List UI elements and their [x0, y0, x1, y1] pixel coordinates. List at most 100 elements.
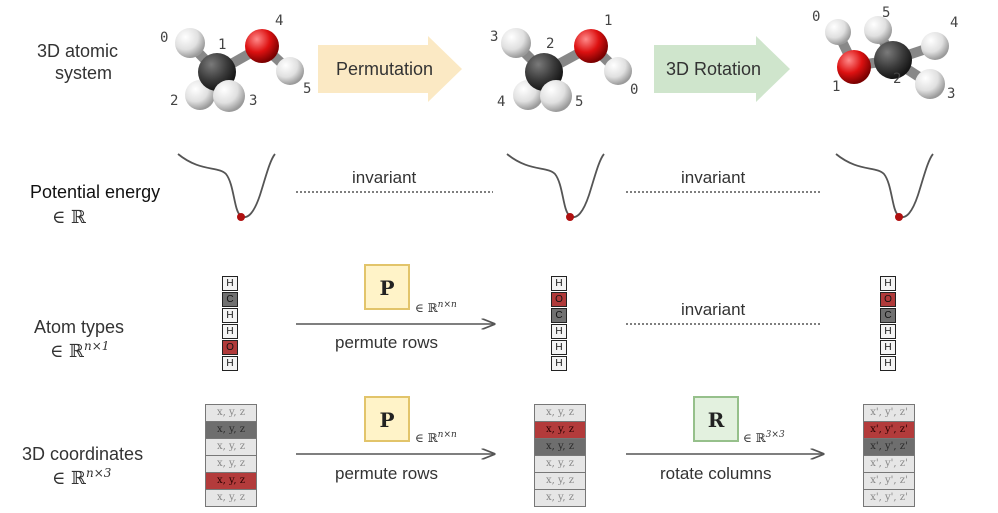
- energy-label: Potential energy: [30, 182, 161, 202]
- r-domain-sup: 3×3: [765, 430, 785, 440]
- m3-hydrogen-4: [921, 32, 949, 60]
- m3-label-4: 4: [950, 15, 959, 31]
- coords-permuted: x, y, z x, y, z x, y, z x, y, z x, y, z …: [534, 404, 586, 507]
- rotation-matrix: R: [693, 396, 739, 442]
- system-label-line2: system: [55, 63, 113, 83]
- energy-invariant-label-1: invariant: [352, 168, 417, 187]
- coord-row: x, y, z: [534, 421, 586, 439]
- energy-domain: ∈ ℝ: [52, 207, 87, 228]
- m1-label-3: 3: [249, 93, 258, 109]
- coord-row: x, y, z: [205, 421, 257, 439]
- system-label-line1: 3D atomic: [37, 41, 119, 61]
- m1-label-5: 5: [303, 81, 312, 97]
- m2-label-4: 4: [497, 94, 506, 110]
- atom-types-rotated: H O C H H H: [880, 276, 896, 372]
- m1-label-1: 1: [218, 37, 227, 53]
- permutation-matrix-types: P: [364, 264, 410, 310]
- m2-label-5: 5: [575, 94, 584, 110]
- m2-label-1: 1: [604, 13, 613, 29]
- m3-label-1: 1: [832, 79, 841, 95]
- coords-original: x, y, z x, y, z x, y, z x, y, z x, y, z …: [205, 404, 257, 507]
- m3-hydrogen-5: [864, 16, 892, 44]
- energy-well-original: [177, 153, 276, 218]
- energy-well-rotated-dot: [895, 213, 903, 221]
- permutation-matrix-types-domain: ∈ ℝn×n: [415, 300, 457, 315]
- atom-type-cell: H: [880, 356, 896, 371]
- atom-types-permuted: H O C H H H: [551, 276, 567, 372]
- coords-permute-label: permute rows: [335, 464, 438, 483]
- energy-invariant-label-2: invariant: [681, 168, 746, 187]
- coords-rotate-label: rotate columns: [660, 464, 772, 483]
- m1-label-4: 4: [275, 13, 284, 29]
- types-permute-label: permute rows: [335, 333, 438, 352]
- types-domain: ∈ ℝn×1: [50, 339, 109, 362]
- m3-hydrogen-0: [825, 19, 851, 45]
- atom-type-cell: H: [880, 340, 896, 355]
- m2-oxygen-1: [574, 29, 608, 63]
- m3-hydrogen-3: [915, 69, 945, 99]
- coord-row: x, y, z: [534, 455, 586, 473]
- coord-row: x', y', z': [863, 438, 915, 456]
- coord-row: x, y, z: [534, 489, 586, 507]
- rotation-banner-arrow: [654, 36, 790, 102]
- atom-type-cell: H: [551, 340, 567, 355]
- energy-well-original-dot: [237, 213, 245, 221]
- coords-domain-sup: n×3: [86, 466, 112, 480]
- atom-type-cell: O: [222, 340, 238, 355]
- molecule-rotated: [825, 16, 949, 99]
- coord-row: x', y', z': [863, 455, 915, 473]
- m1-oxygen-4: [245, 29, 279, 63]
- m3-label-0: 0: [812, 9, 821, 25]
- atom-type-cell: H: [880, 276, 896, 291]
- m1-hydrogen-3: [213, 80, 245, 112]
- types-label: Atom types: [34, 317, 125, 337]
- p-domain-prefix-1: ∈ ℝ: [415, 301, 438, 315]
- molecule-row: [175, 16, 949, 112]
- types-domain-prefix: ∈ ℝ: [50, 341, 85, 362]
- rotation-banner-label: 3D Rotation: [666, 59, 762, 79]
- energy-well-permuted-dot: [566, 213, 574, 221]
- coord-row: x, y, z: [534, 438, 586, 456]
- coords-domain: ∈ ℝn×3: [52, 466, 111, 489]
- coord-row: x, y, z: [205, 455, 257, 473]
- m1-hydrogen-0: [175, 28, 205, 58]
- rotation-matrix-domain: ∈ ℝ3×3: [743, 430, 785, 445]
- m2-label-0: 0: [630, 82, 639, 98]
- atom-type-cell: C: [880, 308, 896, 323]
- m3-label-3: 3: [947, 86, 956, 102]
- permutation-matrix-coords-domain: ∈ ℝn×n: [415, 430, 457, 445]
- p-domain-sup-2: n×n: [437, 430, 457, 440]
- coord-row: x, y, z: [205, 438, 257, 456]
- coords-domain-prefix: ∈ ℝ: [52, 468, 87, 489]
- atom-type-cell: H: [222, 356, 238, 371]
- atom-type-cell: H: [551, 356, 567, 371]
- m1-label-2: 2: [170, 93, 179, 109]
- m1-hydrogen-5: [276, 57, 304, 85]
- r-domain-prefix: ∈ ℝ: [743, 431, 766, 445]
- coord-row: x, y, z: [534, 404, 586, 422]
- coord-row: x, y, z: [205, 489, 257, 507]
- coord-row: x', y', z': [863, 421, 915, 439]
- permutation-banner-arrow: [318, 36, 462, 102]
- p-domain-prefix-2: ∈ ℝ: [415, 431, 438, 445]
- atom-type-cell: H: [222, 308, 238, 323]
- m2-label-2: 2: [546, 36, 555, 52]
- m2-hydrogen-5: [540, 80, 572, 112]
- m2-hydrogen-0: [604, 57, 632, 85]
- atom-type-cell: C: [222, 292, 238, 307]
- coords-rotated: x', y', z' x', y', z' x', y', z' x', y',…: [863, 404, 915, 507]
- m1-label-0: 0: [160, 30, 169, 46]
- types-invariant-label: invariant: [681, 300, 746, 319]
- atom-type-cell: C: [551, 308, 567, 323]
- energy-well-rotated: [835, 153, 934, 218]
- p-domain-sup-1: n×n: [437, 300, 457, 310]
- m3-label-5: 5: [882, 5, 891, 21]
- molecule-permuted: [501, 28, 632, 112]
- lines-layer: [177, 153, 934, 513]
- permutation-matrix-coords: P: [364, 396, 410, 442]
- atom-type-cell: H: [880, 324, 896, 339]
- coords-label: 3D coordinates: [22, 444, 144, 464]
- coord-row: x, y, z: [205, 404, 257, 422]
- atom-type-cell: H: [551, 324, 567, 339]
- coord-row: x', y', z': [863, 489, 915, 507]
